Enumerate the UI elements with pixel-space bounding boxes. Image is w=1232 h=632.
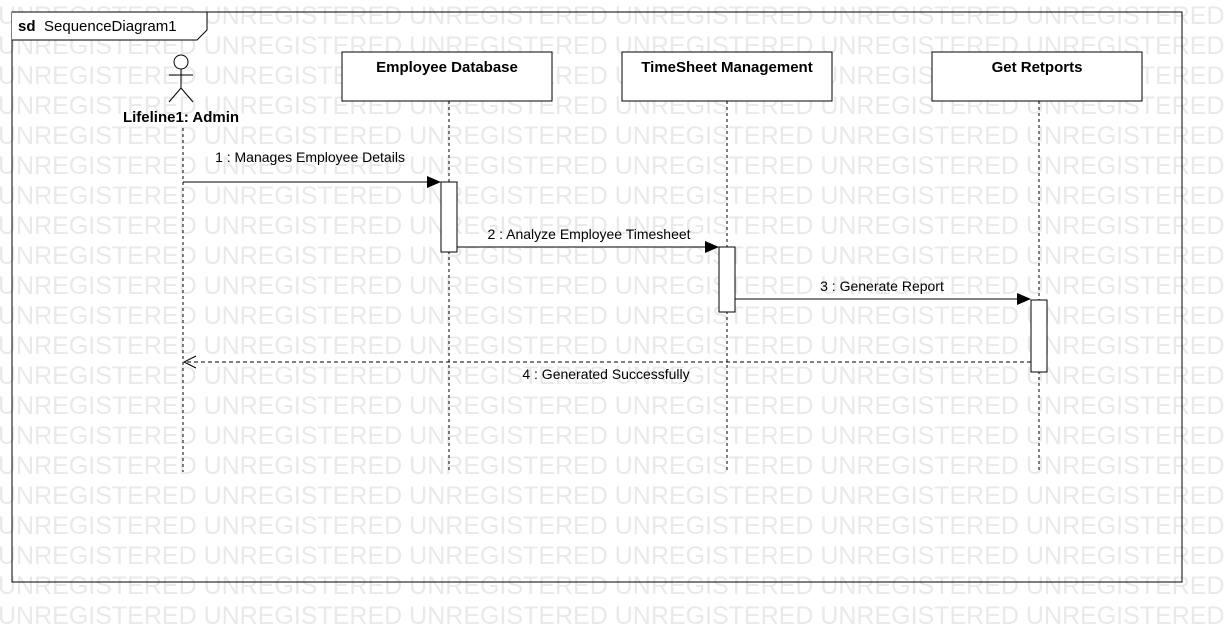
lifeline-label: Get Retports — [992, 59, 1083, 76]
message-1[interactable]: 1 : Manages Employee Details — [183, 149, 441, 188]
lifeline-admin[interactable]: Lifeline1: Admin — [123, 54, 239, 472]
message-3[interactable]: 3 : Generate Report — [735, 278, 1031, 305]
lifeline-head — [931, 51, 1143, 102]
frame-keyword: sd — [18, 18, 36, 35]
lifeline-label: TimeSheet Management — [641, 59, 812, 76]
filled-arrowhead-icon — [427, 176, 441, 188]
message-label: 1 : Manages Employee Details — [215, 149, 405, 165]
message-4[interactable]: 4 : Generated Successfully — [182, 355, 1031, 382]
actor-icon — [168, 54, 194, 103]
lifeline-head — [621, 51, 833, 102]
filled-arrowhead-icon — [705, 241, 719, 253]
message-label: 3 : Generate Report — [820, 278, 944, 294]
open-arrowhead-icon — [182, 355, 197, 369]
frame-label-tab — [12, 11, 208, 41]
activation-bar — [718, 246, 736, 313]
activation-bar — [1030, 299, 1048, 373]
filled-arrowhead-icon — [1017, 293, 1031, 305]
lifeline-label: Employee Database — [376, 59, 518, 76]
message-label: 4 : Generated Successfully — [522, 366, 689, 382]
diagram-frame — [11, 11, 1183, 583]
lifeline-get-reports[interactable]: Get Retports — [931, 51, 1143, 472]
lifeline-timesheet-management[interactable]: TimeSheet Management — [621, 51, 833, 472]
message-label: 2 : Analyze Employee Timesheet — [487, 226, 690, 242]
lifeline-employee-database[interactable]: Employee Database — [341, 51, 553, 472]
lifeline-head — [341, 51, 553, 102]
activation-bar — [440, 181, 458, 253]
frame-title: SequenceDiagram1 — [44, 18, 177, 35]
lifeline-label: Lifeline1: Admin — [123, 109, 239, 126]
message-2[interactable]: 2 : Analyze Employee Timesheet — [457, 226, 719, 253]
